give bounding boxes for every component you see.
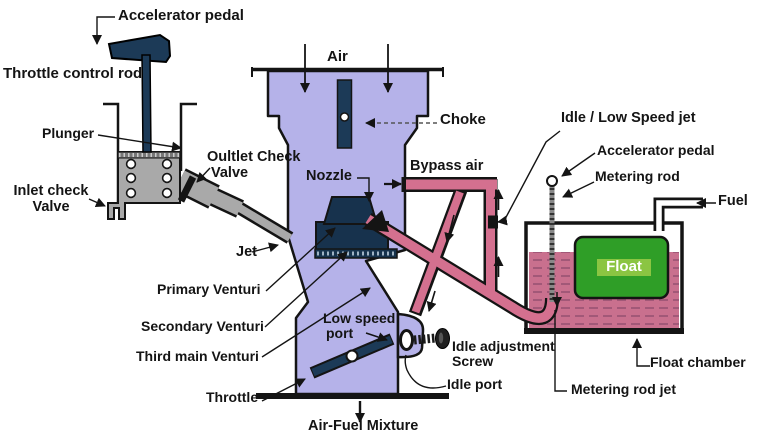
pedal-linkage-eye (546, 175, 558, 187)
idle-low-speed-jet-tick (488, 215, 498, 229)
fuel-inlet-pipe (653, 197, 703, 231)
pedal-rod (141, 54, 152, 153)
label-air: Air (327, 48, 348, 65)
label-metering-rod: Metering rod (595, 168, 680, 184)
leader-lines (88, 16, 716, 402)
label-choke: Choke (440, 111, 486, 128)
label-metering-rod-jet: Metering rod jet (571, 381, 677, 397)
idle-port-hole (399, 329, 414, 351)
pump-holes (125, 158, 173, 199)
outlet-check-valve-band (177, 175, 197, 203)
label-plunger: Plunger (42, 125, 95, 141)
label-idle-adjustment-screw: Idle adjustment Screw (452, 338, 555, 370)
nozzle-discharge-arrowhead (362, 210, 389, 232)
label-fuel: Fuel (718, 193, 748, 209)
label-line: Valve (211, 164, 249, 181)
label-line: Low speed (323, 310, 396, 326)
label-nozzle: Nozzle (306, 168, 352, 184)
label-bypass-air: Bypass air (410, 158, 484, 174)
low-speed-port-arrow (365, 332, 388, 342)
pump-body (107, 151, 181, 220)
label-line: Valve (32, 198, 70, 215)
nozzle-block (314, 196, 398, 259)
label-throttle-control-rod: Throttle control rod (3, 65, 143, 82)
accelerator-pump (103, 33, 294, 244)
label-outlet-check-valve: Oultlet Check Valve (207, 149, 301, 182)
label-idle-low-speed-jet: Idle / Low Speed jet (561, 110, 696, 126)
plunger-seal (117, 151, 181, 159)
throttle-plate (309, 333, 395, 379)
label-line: Inlet check (13, 183, 89, 199)
label-line: Idle adjustment (452, 338, 555, 354)
idle-adjustment-screw-shape (413, 328, 450, 349)
fuel-and-bypass-passages (362, 177, 559, 326)
flow-arrows (300, 44, 562, 423)
label-line: port (326, 325, 354, 342)
label-accelerator-pedal-left: Accelerator pedal (118, 7, 244, 24)
label-float: Float (597, 258, 651, 276)
idle-feed-passage (411, 190, 464, 314)
label-inlet-check-valve: Inlet check Valve (10, 183, 92, 216)
label-air-fuel-mixture: Air-Fuel Mixture (308, 418, 419, 434)
throttle-body-base (256, 393, 449, 399)
label-accelerator-pedal-right: Accelerator pedal (597, 142, 715, 158)
choke-plate (336, 79, 353, 149)
label-primary-venturi: Primary Venturi (157, 281, 261, 297)
label-jet: Jet (236, 244, 257, 260)
accelerator-pedal-shape (107, 33, 172, 64)
label-third-main-venturi: Third main Venturi (136, 348, 259, 364)
label-float-chamber: Float chamber (650, 354, 746, 370)
label-idle-port: Idle port (447, 376, 503, 392)
label-line: Screw (452, 353, 494, 370)
jet-tube (174, 168, 294, 244)
label-secondary-venturi: Secondary Venturi (141, 318, 264, 334)
main-fuel-passage (365, 214, 557, 323)
label-low-speed-port: Low speed port (323, 310, 396, 342)
label-line: Oultlet Check (207, 149, 301, 165)
metering-rod-assembly (546, 175, 558, 302)
label-throttle: Throttle (206, 389, 259, 405)
